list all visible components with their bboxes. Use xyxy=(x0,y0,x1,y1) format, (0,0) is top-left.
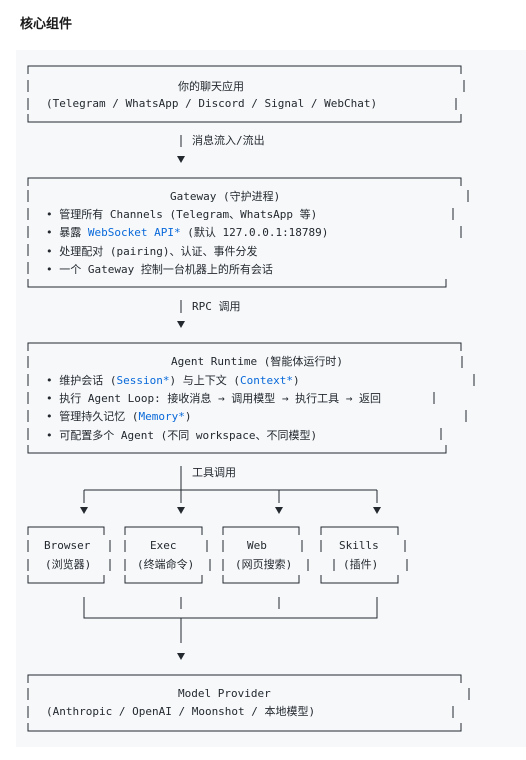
runtime-item-memory: • 管理持久记忆 (Memory*) xyxy=(46,409,191,425)
runtime-item-session-post: ) xyxy=(292,374,300,387)
tool-skills-name: Skills xyxy=(339,539,379,552)
model-provider-subtitle: (Anthropic / OpenAI / Moonshot / 本地模型) xyxy=(46,705,316,718)
arrow-messages-label: 消息流入/流出 xyxy=(192,134,265,147)
section-heading: 核心组件 xyxy=(20,17,73,32)
gateway-box-border xyxy=(27,177,469,288)
arrow-messages xyxy=(177,135,185,163)
arrow-tools xyxy=(80,466,381,514)
memory-link[interactable]: Memory* xyxy=(138,410,185,423)
arrow-rpc-label: RPC 调用 xyxy=(192,300,241,313)
gateway-item-control: • 一个 Gateway 控制一台机器上的所有会话 xyxy=(46,263,273,276)
chat-apps-box-border xyxy=(27,65,465,123)
gateway-item-channels: • 管理所有 Channels (Telegram、WhatsApp 等) xyxy=(46,208,318,221)
websocket-api-link[interactable]: WebSocket API* xyxy=(87,226,181,239)
tool-skills-desc: (插件) xyxy=(343,558,379,571)
context-link[interactable]: Context* xyxy=(239,374,293,387)
code-block xyxy=(16,50,526,747)
runtime-item-memory-post: ) xyxy=(184,410,192,423)
session-link[interactable]: Session* xyxy=(116,374,170,387)
tool-box-borders xyxy=(27,526,408,584)
gateway-item-websocket-pre: • 暴露 xyxy=(46,226,88,239)
runtime-title: Agent Runtime (智能体运行时) xyxy=(171,355,343,368)
gateway-item-pairing: • 处理配对 (pairing)、认证、事件分发 xyxy=(46,245,258,258)
tool-web-name: Web xyxy=(247,539,267,552)
chat-apps-subtitle: (Telegram / WhatsApp / Discord / Signal … xyxy=(46,97,378,110)
gateway-item-websocket-post: (默认 127.0.0.1:18789) xyxy=(180,226,329,239)
gateway-item-websocket: • 暴露 WebSocket API* (默认 127.0.0.1:18789) xyxy=(46,225,328,241)
runtime-item-session: • 维护会话 (Session*) 与上下文 (Context*) xyxy=(46,373,300,389)
model-provider-title: Model Provider xyxy=(178,687,271,700)
runtime-item-session-pre: • 维护会话 ( xyxy=(46,374,117,387)
chat-apps-title: 你的聊天应用 xyxy=(178,80,244,93)
tool-exec-desc: (终端命令) xyxy=(137,558,195,571)
tool-browser-desc: (浏览器) xyxy=(45,558,92,571)
runtime-item-memory-pre: • 管理持久记忆 ( xyxy=(46,410,139,423)
gateway-title: Gateway (守护进程) xyxy=(170,190,281,203)
tool-web-desc: (网页搜索) xyxy=(235,558,293,571)
merge-lines xyxy=(83,597,378,660)
runtime-item-loop: • 执行 Agent Loop: 接收消息 → 调用模型 → 执行工具 → 返回 xyxy=(46,392,381,405)
tool-browser-name: Browser xyxy=(44,539,91,552)
tool-exec-name: Exec xyxy=(150,539,177,552)
model-box-border xyxy=(27,674,470,732)
arrow-tools-label: 工具调用 xyxy=(192,466,236,479)
runtime-item-multi-agent: • 可配置多个 Agent (不同 workspace、不同模型) xyxy=(46,429,318,442)
runtime-box-border xyxy=(27,342,475,454)
runtime-item-session-mid: ) 与上下文 ( xyxy=(169,374,240,387)
arrow-rpc xyxy=(177,300,185,328)
